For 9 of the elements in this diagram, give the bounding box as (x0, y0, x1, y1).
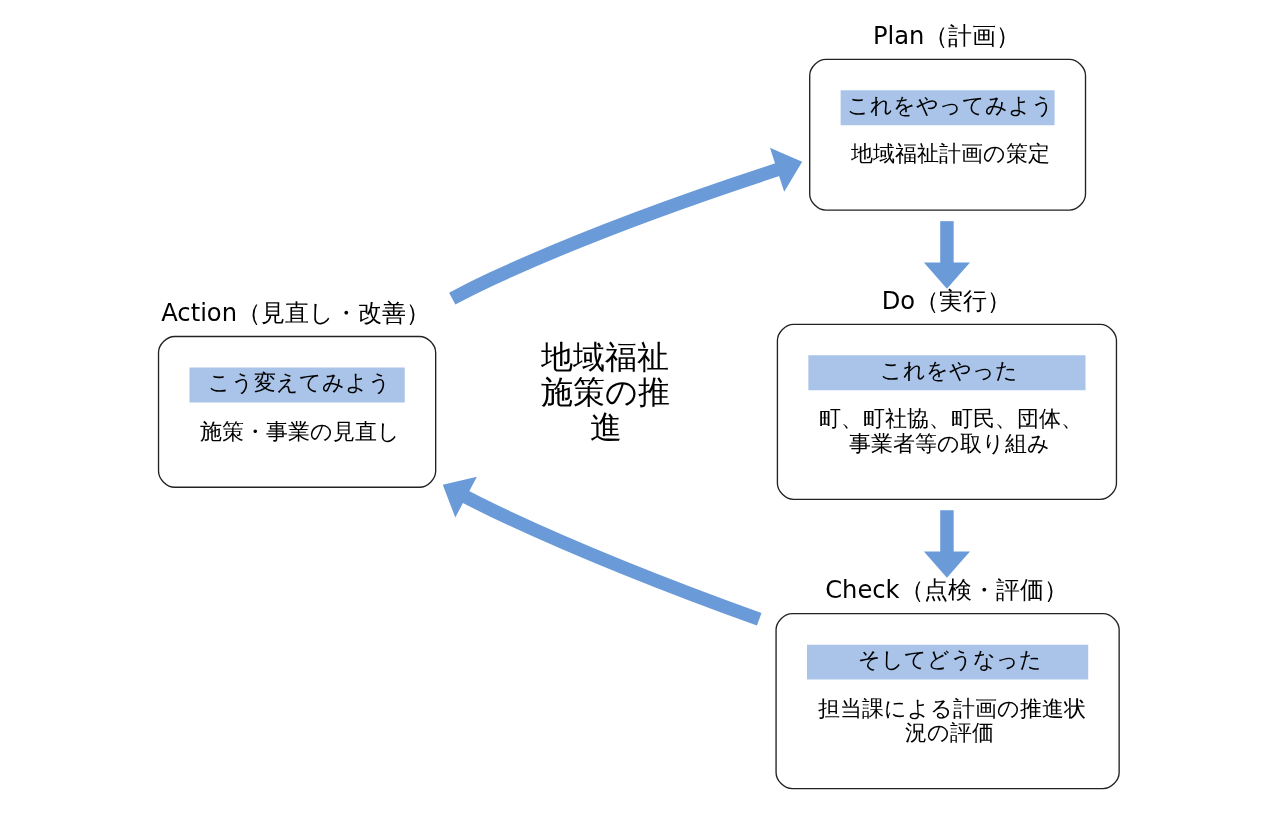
node-label: Check（点検・評価） (824, 576, 1068, 605)
label: 地域福祉施策の推進 (540, 337, 670, 446)
arrow (442, 476, 761, 626)
arrow (448, 147, 802, 305)
arrow (923, 510, 970, 578)
node-label: Action（見直し・改善） (160, 298, 430, 327)
arrow (923, 221, 970, 289)
node-label: Plan（計画） (872, 21, 1020, 50)
node-label: Do（実行） (881, 286, 1011, 315)
